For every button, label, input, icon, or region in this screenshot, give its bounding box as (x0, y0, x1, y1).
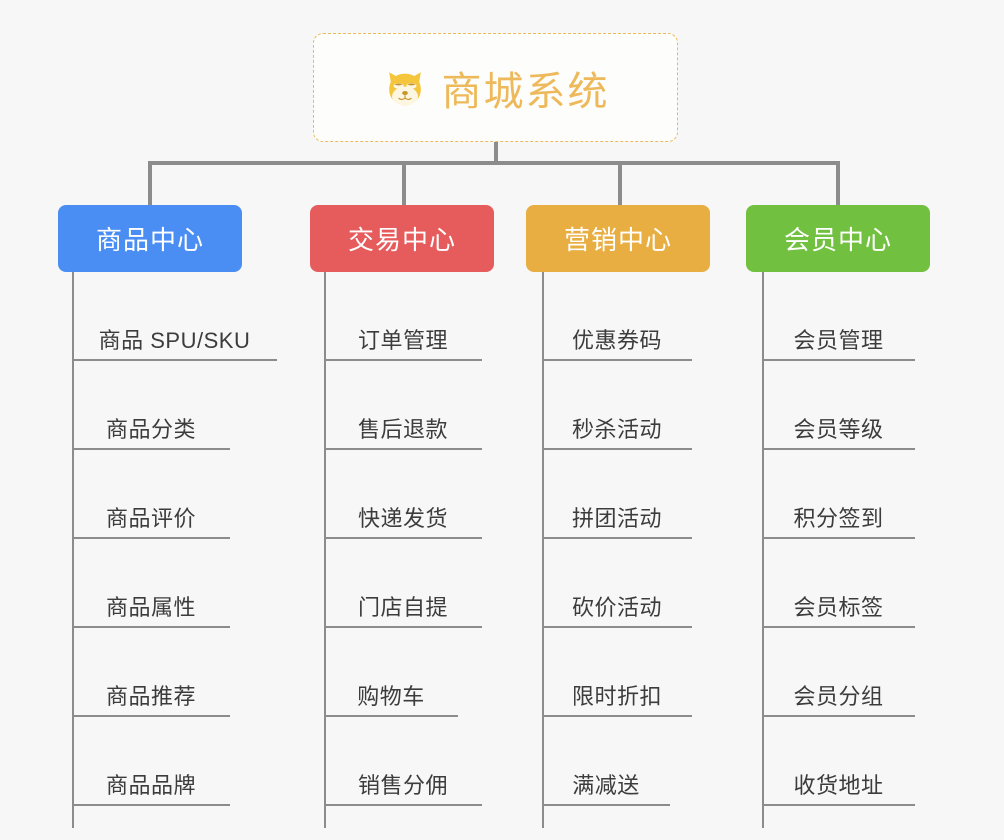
leaf-item[interactable]: 门店自提 (324, 539, 482, 628)
connector-root-stem (494, 142, 498, 164)
leaf-label: 满减送 (572, 772, 640, 798)
leaf-label: 商品属性 (105, 594, 196, 620)
leaf-spine-product-center (72, 272, 74, 828)
category-label-member-center: 会员中心 (783, 225, 892, 255)
leaf-label: 会员分组 (793, 683, 884, 709)
connector-drop-marketing-center (618, 161, 622, 207)
connector-horizontal-bus (150, 161, 840, 165)
leaf-label: 收货地址 (793, 772, 884, 798)
leaf-label: 快递发货 (357, 505, 448, 531)
leaf-label: 商品分类 (105, 416, 196, 442)
leaf-item[interactable]: 限时折扣 (542, 628, 692, 717)
leaf-label: 会员等级 (793, 416, 884, 442)
leaf-item[interactable]: 订单管理 (324, 272, 482, 361)
leaf-item[interactable]: 会员等级 (762, 361, 915, 450)
leaf-item[interactable]: 会员管理 (762, 272, 915, 361)
leaf-label: 商品推荐 (105, 683, 196, 709)
leaf-item[interactable]: 商品属性 (72, 539, 230, 628)
leaf-label: 会员标签 (793, 594, 884, 620)
leaf-label: 优惠券码 (571, 327, 662, 353)
leaf-label: 商品品牌 (105, 772, 196, 798)
leaf-item[interactable]: 售后退款 (324, 361, 482, 450)
leaf-item[interactable]: 商品评价 (72, 450, 230, 539)
leaf-label: 积分签到 (793, 505, 884, 531)
category-label-marketing-center: 营销中心 (563, 225, 672, 255)
leaf-label: 商品 SPU/SKU (98, 327, 251, 353)
leaf-item[interactable]: 商品分类 (72, 361, 230, 450)
leaf-item[interactable]: 砍价活动 (542, 539, 692, 628)
shiba-dog-face-icon (382, 65, 428, 111)
root-node-mall-system[interactable]: 商城系统 (313, 33, 678, 142)
leaf-label: 拼团活动 (571, 505, 662, 531)
leaf-item[interactable]: 商品品牌 (72, 717, 230, 806)
leaf-item[interactable]: 秒杀活动 (542, 361, 692, 450)
category-label-product-center: 商品中心 (95, 225, 204, 255)
leaf-item[interactable]: 积分签到 (762, 450, 915, 539)
leaf-item[interactable]: 会员标签 (762, 539, 915, 628)
connector-drop-trade-center (402, 161, 406, 207)
connector-drop-member-center (836, 161, 840, 207)
leaf-item[interactable]: 会员分组 (762, 628, 915, 717)
leaf-item[interactable]: 商品 SPU/SKU (72, 272, 277, 361)
category-box-marketing-center[interactable]: 营销中心 (526, 205, 710, 272)
leaf-item[interactable]: 商品推荐 (72, 628, 230, 717)
leaf-label: 商品评价 (105, 505, 196, 531)
leaf-label: 秒杀活动 (571, 416, 662, 442)
leaf-item[interactable]: 拼团活动 (542, 450, 692, 539)
leaf-spine-member-center (762, 272, 764, 828)
leaf-label: 会员管理 (793, 327, 884, 353)
category-box-product-center[interactable]: 商品中心 (58, 205, 242, 272)
leaf-label: 限时折扣 (571, 683, 662, 709)
leaf-item[interactable]: 优惠券码 (542, 272, 692, 361)
leaf-spine-trade-center (324, 272, 326, 828)
leaf-label: 订单管理 (357, 327, 448, 353)
leaf-label: 购物车 (357, 683, 425, 709)
leaf-label: 销售分佣 (357, 772, 448, 798)
category-box-trade-center[interactable]: 交易中心 (310, 205, 494, 272)
root-node-label: 商城系统 (441, 69, 610, 114)
leaf-label: 门店自提 (357, 594, 448, 620)
leaf-item[interactable]: 满减送 (542, 717, 670, 806)
leaf-label: 售后退款 (357, 416, 448, 442)
leaf-item[interactable]: 购物车 (324, 628, 458, 717)
category-box-member-center[interactable]: 会员中心 (746, 205, 930, 272)
leaf-item[interactable]: 收货地址 (762, 717, 915, 806)
leaf-item[interactable]: 销售分佣 (324, 717, 482, 806)
connector-drop-product-center (148, 161, 152, 207)
leaf-label: 砍价活动 (571, 594, 662, 620)
category-label-trade-center: 交易中心 (347, 225, 456, 255)
leaf-spine-marketing-center (542, 272, 544, 828)
leaf-item[interactable]: 快递发货 (324, 450, 482, 539)
